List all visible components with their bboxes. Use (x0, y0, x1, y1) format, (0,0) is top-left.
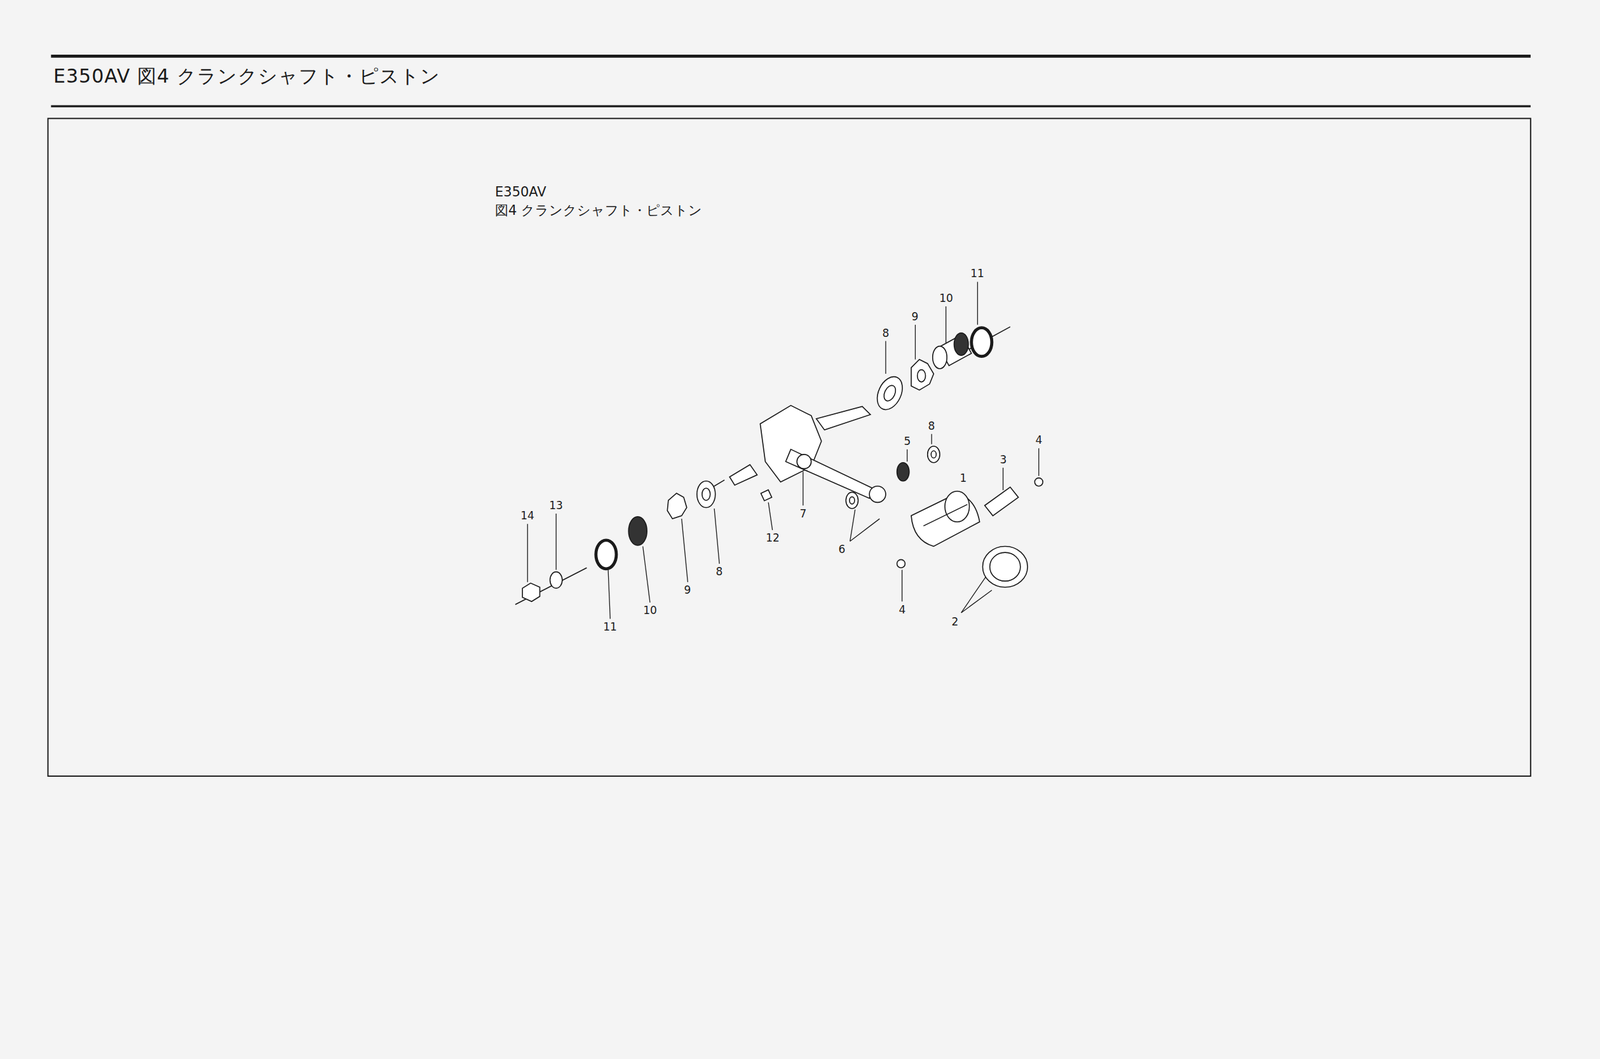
callout-number: 8 (716, 566, 724, 577)
callout-number: 10 (939, 292, 954, 304)
model-label: E350AV (494, 185, 547, 199)
callout-number: 9 (684, 584, 692, 596)
callout-number: 14 (520, 510, 535, 522)
callout-number: 5 (904, 435, 912, 447)
callout-number: 11 (603, 621, 617, 633)
figure-label: 図4 クランクシャフト・ピストン (494, 203, 703, 218)
callout-number: 12 (765, 532, 780, 544)
callout-number: 7 (800, 508, 807, 520)
callout-number: 4 (899, 604, 907, 616)
callout-number: 2 (951, 616, 959, 628)
page-title: E350AV 図4 クランクシャフト・ピストン (53, 66, 441, 86)
callout-number: 8 (928, 420, 936, 432)
callout-number: 13 (549, 500, 563, 511)
callout-number: 8 (882, 327, 890, 339)
callout-number: 10 (643, 604, 658, 616)
callout-number: 11 (970, 268, 985, 279)
callout-number: 3 (1000, 454, 1008, 466)
callout-number: 4 (1035, 434, 1043, 446)
callout-number: 9 (911, 311, 919, 323)
callout-number: 6 (838, 543, 846, 555)
callout-number: 1 (960, 472, 968, 484)
